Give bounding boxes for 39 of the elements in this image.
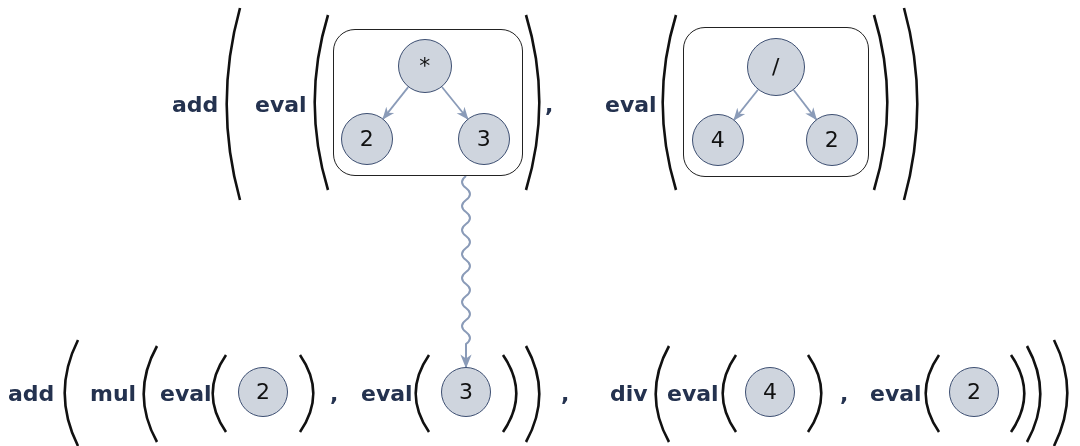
comma: , [545,94,554,116]
comma: , [840,383,849,405]
number-node [949,367,999,417]
number-node [340,112,393,165]
number-text: 4 [710,128,725,151]
number-text: 2 [359,127,374,150]
function-name: eval [870,383,922,405]
number-text: 3 [476,127,491,150]
number-node [805,113,858,166]
comma: , [330,383,339,405]
number-text: 2 [824,128,839,151]
function-name: add [8,383,55,405]
number-text: 2 [256,381,270,403]
number-node [238,367,288,417]
rounded-frame [683,27,869,177]
number-text: 4 [763,381,777,403]
function-name: mul [90,383,137,405]
function-name: eval [667,383,719,405]
function-name: eval [160,383,212,405]
number-node [745,367,795,417]
arrow [382,86,410,120]
comma: , [561,383,570,405]
arrow [733,88,759,121]
number-text: 3 [459,381,473,403]
arrow [792,89,818,121]
squiggly-arrow [460,175,472,369]
number-node [441,367,491,417]
function-name: add [172,94,219,116]
number-node [457,112,510,165]
rounded-frame [333,29,523,176]
operator-symbol: * [419,54,431,77]
number-node [691,113,744,166]
function-name: eval [361,383,413,405]
number-text: 2 [967,381,981,403]
arrow [441,86,469,120]
function-name: div [610,383,648,405]
function-name: eval [605,94,657,116]
operator-symbol: / [771,55,780,78]
function-name: eval [255,94,307,116]
